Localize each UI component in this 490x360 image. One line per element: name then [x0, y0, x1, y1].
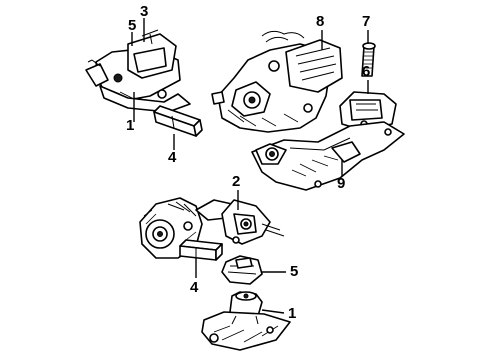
- callout-5-lower: 5: [290, 263, 299, 280]
- transaxle-icon[interactable]: [211, 30, 343, 133]
- callout-1-upper: 1: [126, 117, 135, 134]
- engine-mount-icon[interactable]: [201, 291, 291, 351]
- callout-5-upper: 5: [128, 17, 137, 34]
- callout-4-upper: 4: [168, 149, 177, 166]
- callout-4-lower: 4: [190, 279, 199, 296]
- spacer-lower-icon[interactable]: [179, 239, 223, 261]
- callout-9: 9: [337, 175, 346, 192]
- callout-3-upper: 3: [140, 3, 149, 20]
- spacer-upper-icon[interactable]: [153, 105, 203, 137]
- callout-2: 2: [232, 173, 241, 190]
- mount-bracket-icon[interactable]: [339, 91, 397, 131]
- crossmember-icon[interactable]: [251, 121, 405, 191]
- callout-8: 8: [316, 13, 325, 30]
- damper-icon[interactable]: [221, 255, 263, 285]
- insulator-bracket-icon[interactable]: [221, 199, 285, 245]
- callout-6: 6: [362, 63, 371, 80]
- callout-1-lower: 1: [288, 305, 297, 322]
- callout-7: 7: [362, 13, 371, 30]
- engine-mount-upper-left-icon[interactable]: [85, 29, 191, 113]
- bolt-icon[interactable]: [361, 42, 376, 77]
- leader-lines: [131, 18, 369, 314]
